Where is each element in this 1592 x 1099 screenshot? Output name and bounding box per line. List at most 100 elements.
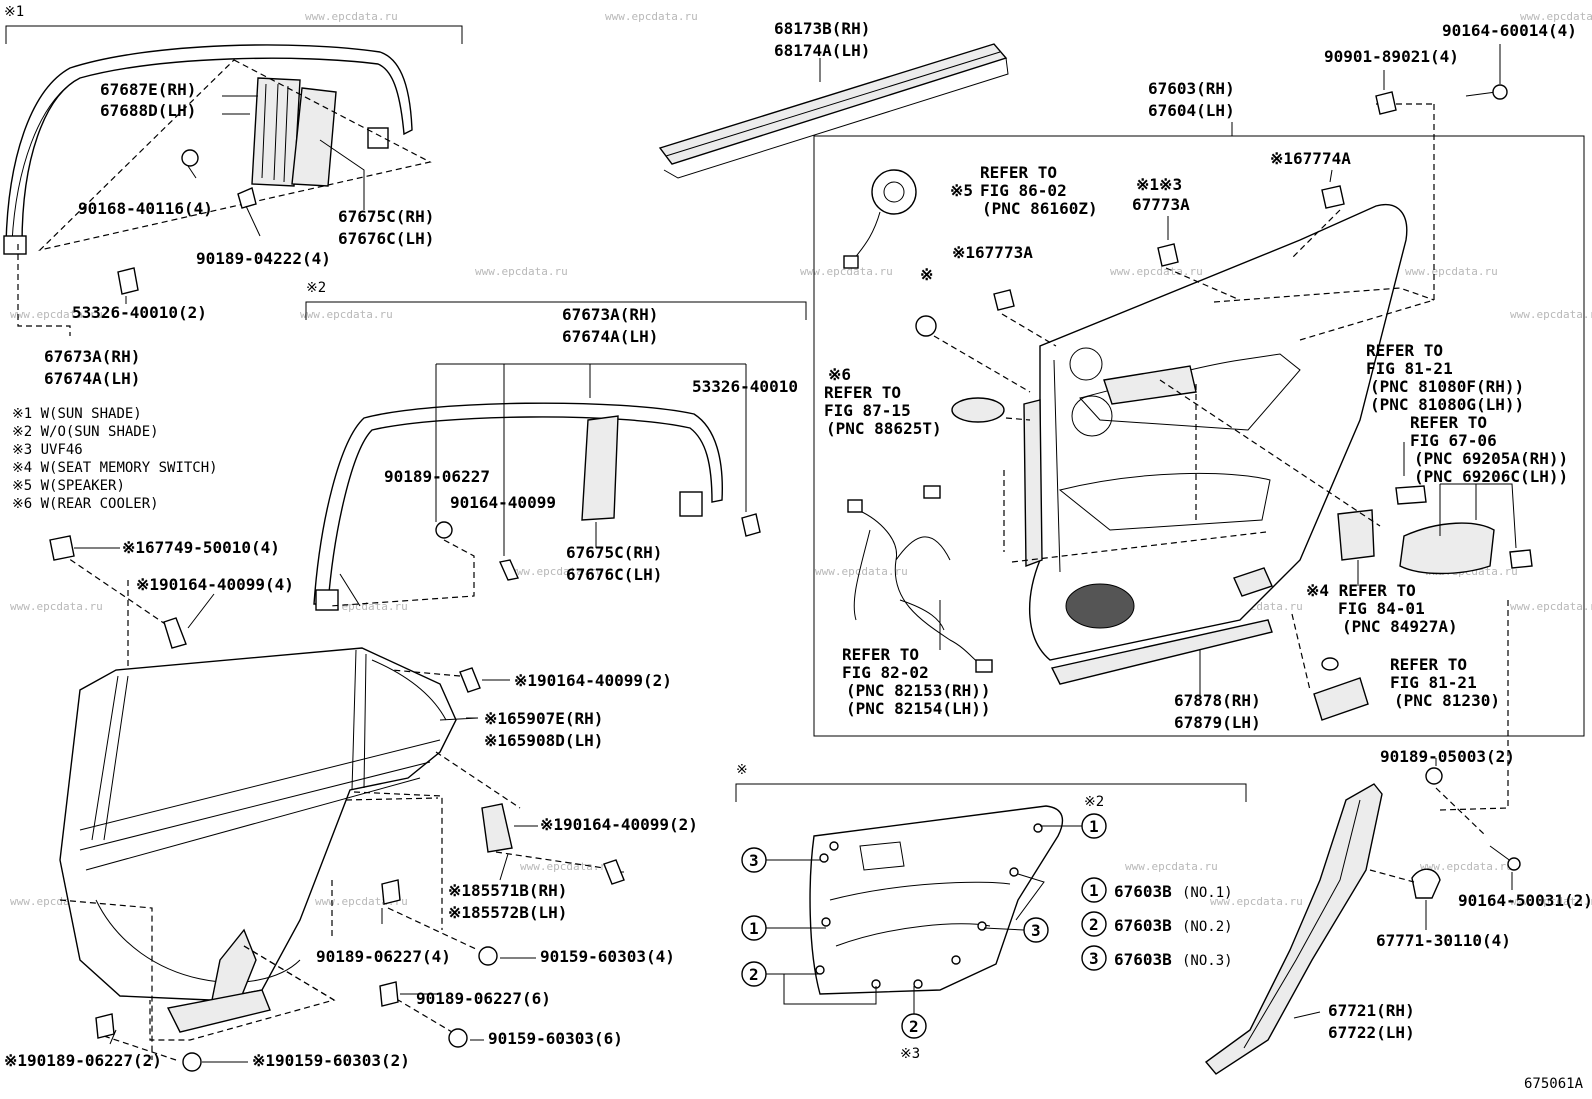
- leader: [222, 95, 258, 115]
- pillar-garnish: [581, 415, 619, 521]
- ref-label: (PNC 88625T): [826, 419, 942, 438]
- lock-knob-icon: [1395, 485, 1427, 505]
- group-scuff-plate: 90189-05003(2) 90164-50031(2) 67771-3011…: [1204, 747, 1592, 1075]
- screw-icon: [448, 1028, 468, 1048]
- connector-icon: [847, 499, 863, 513]
- assembly-line: [17, 244, 71, 336]
- part-label: 68173B(RH): [774, 19, 870, 38]
- clip-icon: [49, 535, 75, 561]
- clip-hole: [1033, 823, 1043, 833]
- connector-icon: [975, 659, 993, 673]
- ref-label: FIG 86-02: [980, 181, 1067, 200]
- connector-icon: [923, 485, 941, 499]
- ref-label: FIG 81-21: [1366, 359, 1453, 378]
- part-label: 90164-60014(4): [1442, 21, 1577, 40]
- speaker-core: [883, 181, 905, 203]
- clip-hole: [977, 921, 987, 931]
- speaker-wire: [851, 211, 881, 263]
- door-scuff-plate: [1204, 783, 1383, 1075]
- screw-icon: [1425, 767, 1443, 785]
- ref-label: (PNC 82153(RH)): [846, 681, 991, 700]
- watermark: www.epcdata.ru: [1520, 10, 1592, 23]
- callout-part: 67603B: [1114, 882, 1172, 901]
- group-bracket: [735, 783, 1247, 802]
- part-label: ※190164-40099(4): [136, 575, 294, 594]
- part-label: ※167774A: [1270, 149, 1351, 168]
- section-mark: ※: [736, 762, 748, 778]
- watermark: www.epcdata.ru: [1420, 860, 1513, 873]
- watermark: www.epcdata.ru: [300, 308, 393, 321]
- callout-number: 2: [909, 1017, 919, 1036]
- callout-number: 3: [1089, 949, 1099, 968]
- legend-item: ※3 UVF46: [12, 442, 83, 458]
- trim-pocket: [1058, 472, 1271, 531]
- legend: ※1 W(SUN SHADE) ※2 W/O(SUN SHADE) ※3 UVF…: [12, 406, 218, 512]
- part-label: ※190159-60303(2): [252, 1051, 410, 1070]
- part-label: 90189-04222(4): [196, 249, 331, 268]
- clip-icon: [1411, 868, 1441, 899]
- group-sun-shade: ※1 67687E(RH) 67688D(LH) 90168-40116(4) …: [3, 4, 463, 388]
- screw-icon: [478, 946, 498, 966]
- callout-number: 2: [749, 965, 759, 984]
- assembly-line: [1291, 613, 1311, 691]
- part-label: 67722(LH): [1328, 1023, 1415, 1042]
- clip-hole: [951, 955, 961, 965]
- molding-end-clip: [3, 235, 27, 255]
- clip-hole: [821, 917, 831, 927]
- watermark: www.epcdata.ru: [1125, 860, 1218, 873]
- group-trim-inset: ※ ※2 3 1 2 1 3 2 ※3: [735, 762, 1247, 1062]
- clip-icon: [237, 187, 257, 209]
- part-label: ※190189-06227(2): [4, 1051, 162, 1070]
- callout-part: 67603B: [1114, 916, 1172, 935]
- assembly-line: [1439, 600, 1509, 811]
- legend-item: ※4 W(SEAT MEMORY SWITCH): [12, 460, 218, 476]
- watermark: www.epcdata.ru: [1110, 265, 1203, 278]
- diagram-code: 675061A: [1524, 1076, 1584, 1092]
- ref-label: FIG 67-06: [1410, 431, 1497, 450]
- watermark: www.epcdata.ru: [1510, 308, 1592, 321]
- group-bracket: [305, 301, 807, 320]
- clip-hole: [913, 979, 923, 989]
- watermark: www.epcdata.ru: [1210, 895, 1303, 908]
- clip-hole: [829, 841, 839, 851]
- part-label: ※167773A: [952, 243, 1033, 262]
- part-label: 68174A(LH): [774, 41, 870, 60]
- ref-label: REFER TO: [1410, 413, 1487, 432]
- legend-item: ※6 W(REAR COOLER): [12, 496, 159, 512]
- part-label: 90164-40099: [450, 493, 556, 512]
- part-label: 67771-30110(4): [1376, 931, 1511, 950]
- part-label: 90189-06227: [384, 467, 490, 486]
- group-door-sash: ※167749-50010(4) ※190164-40099(4) ※19016…: [4, 535, 698, 1072]
- part-label: 67604(LH): [1148, 101, 1235, 120]
- part-label: 90189-05003(2): [1380, 747, 1515, 766]
- trim-edge-strip: [1023, 399, 1043, 568]
- callout-sub: (NO.2): [1182, 919, 1233, 935]
- screw-head-icon: [1492, 84, 1508, 100]
- ref-label: FIG 81-21: [1390, 673, 1477, 692]
- watermark: www.epcdata.ru: [1510, 600, 1592, 613]
- screw-icon: [181, 149, 199, 167]
- leader: [1329, 169, 1333, 183]
- watermark: www.epcdata.ru: [1405, 265, 1498, 278]
- part-label: 90189-06227(4): [316, 947, 451, 966]
- clip-icon: [381, 879, 401, 905]
- seat-memory-switch: [1337, 509, 1375, 561]
- assembly-line: [1011, 384, 1267, 563]
- screw-icon: [459, 667, 481, 693]
- part-label: ※165908D(LH): [484, 731, 603, 750]
- door-trim-board: [1029, 204, 1408, 661]
- ref-mark: ※: [920, 265, 933, 284]
- part-label: 67879(LH): [1174, 713, 1261, 732]
- ref-label: REFER TO: [980, 163, 1057, 182]
- trim-inset-board: [809, 805, 1064, 995]
- pillar-cover: [291, 87, 337, 187]
- leader: [319, 139, 365, 210]
- clip-icon: [379, 981, 399, 1007]
- part-label: ※190164-40099(2): [540, 815, 698, 834]
- legend-item: ※2 W/O(SUN SHADE): [12, 424, 159, 440]
- part-label: ※185571B(RH): [448, 881, 567, 900]
- sash-bracket: [211, 928, 257, 1001]
- sash-curve: [371, 659, 447, 721]
- section-mark: ※1: [4, 4, 24, 20]
- sash-post: [91, 675, 129, 841]
